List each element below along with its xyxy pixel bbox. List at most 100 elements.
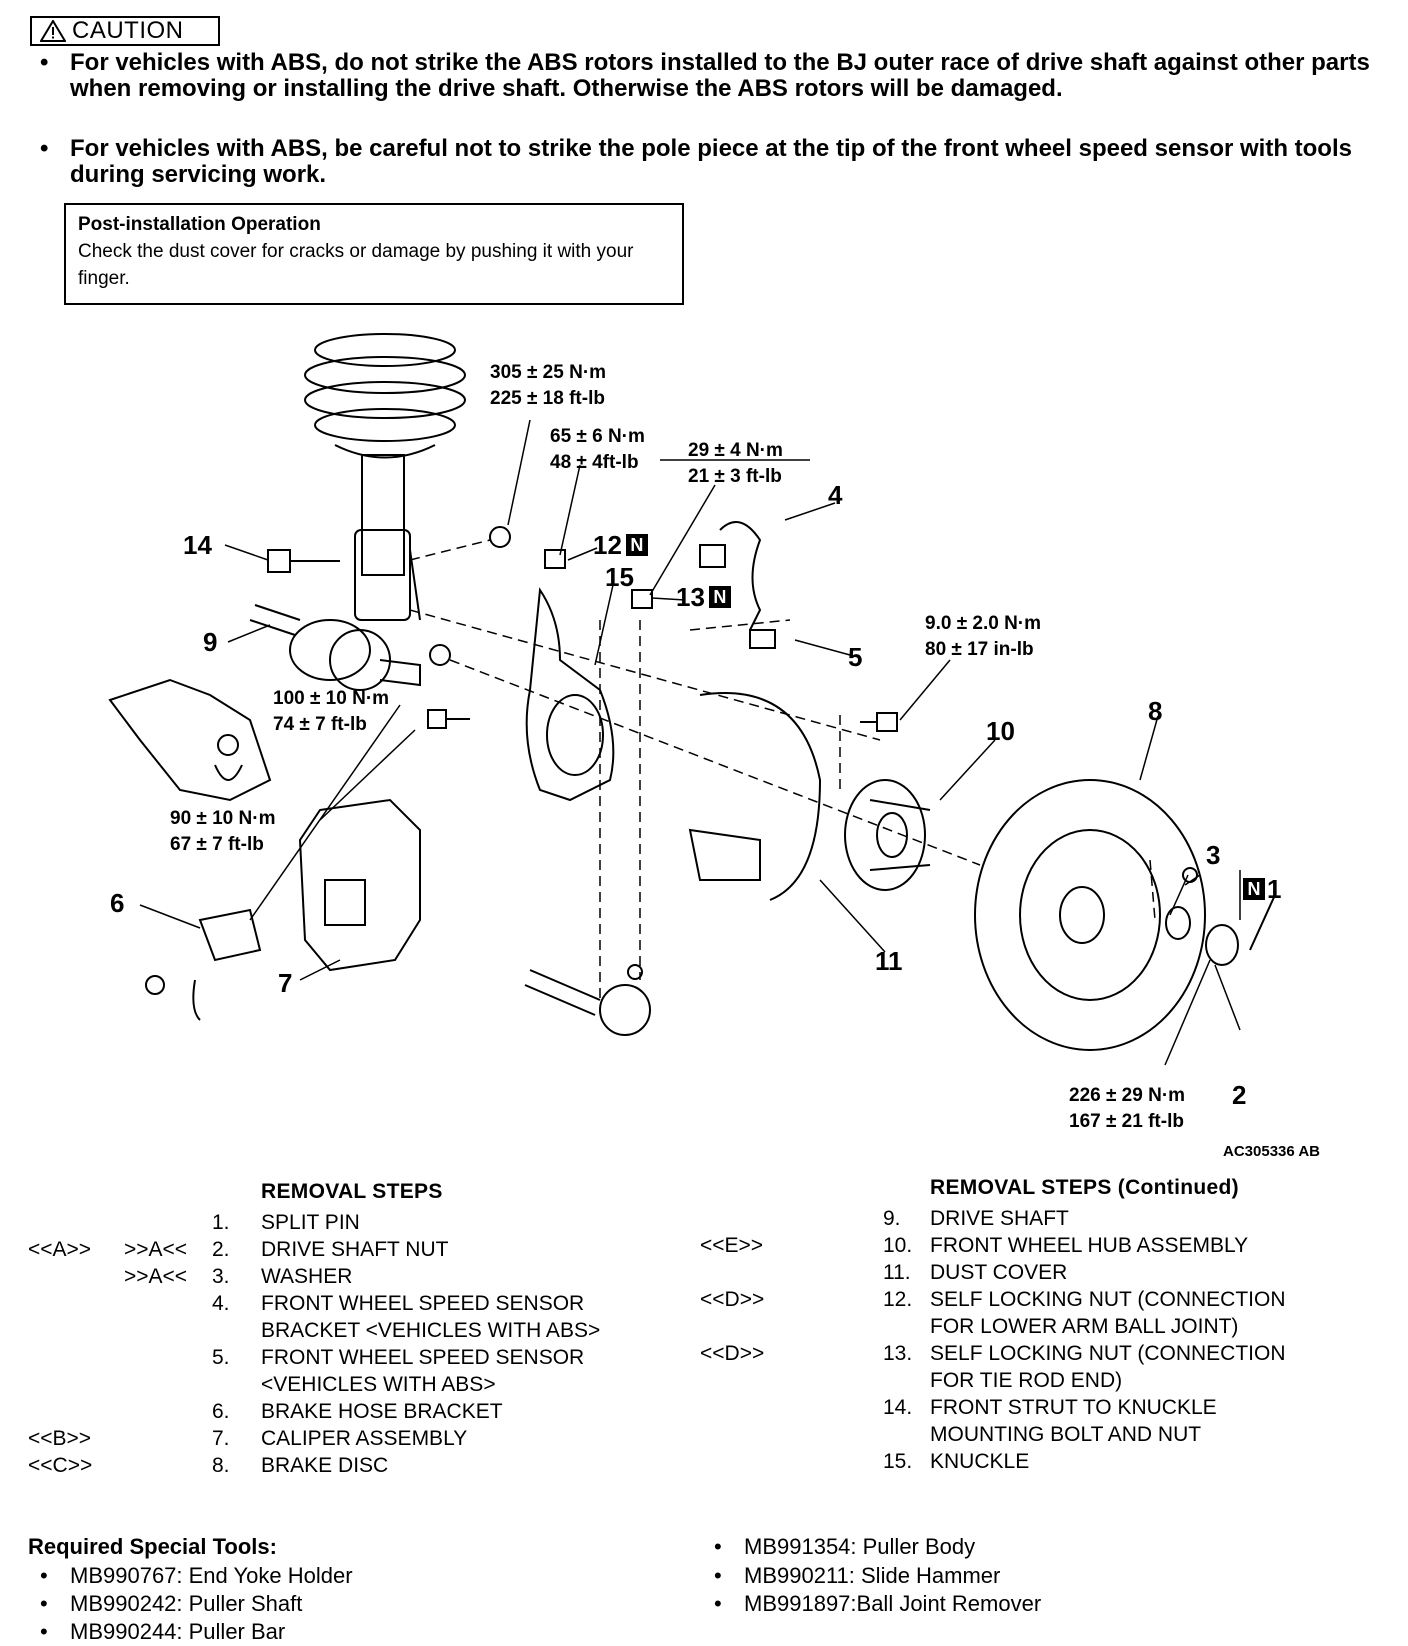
step-number: 14. bbox=[883, 1396, 913, 1419]
part-number: 2 bbox=[1232, 1080, 1247, 1110]
drive-shaft-icon bbox=[249, 604, 451, 691]
step-number: 4. bbox=[212, 1292, 230, 1315]
step-text: BRACKET <VEHICLES WITH ABS> bbox=[261, 1319, 601, 1342]
tool-item: •MB990242: Puller Shaft bbox=[40, 1591, 303, 1616]
step-number: 8. bbox=[212, 1454, 230, 1477]
lower-arm-icon bbox=[108, 678, 272, 802]
n-mark-icon: N bbox=[708, 586, 731, 608]
step-text: SELF LOCKING NUT (CONNECTION bbox=[930, 1342, 1286, 1365]
step-code: <<D>> bbox=[700, 1288, 765, 1311]
step-text: CALIPER ASSEMBLY bbox=[261, 1427, 468, 1450]
wheel-hub-icon bbox=[844, 779, 931, 891]
removal-step: <<D>> 13. SELF LOCKING NUT (CONNECTION FOR … bbox=[0, 1340, 1408, 1394]
n-mark-icon: N bbox=[1243, 878, 1265, 900]
caution-item: • For vehicles with ABS, be careful not … bbox=[40, 136, 1370, 188]
step-number: 13. bbox=[883, 1342, 913, 1365]
removal-step: <<B>> 7. CALIPER ASSEMBLY bbox=[0, 1425, 1408, 1452]
tool-item: •MB991897:Ball Joint Remover bbox=[714, 1591, 1042, 1616]
removal-step: <<C>> 8. BRAKE DISC bbox=[0, 1452, 1408, 1479]
step-text: MOUNTING BOLT AND NUT bbox=[930, 1423, 1202, 1446]
step-code: >>A<< bbox=[124, 1238, 188, 1261]
bullet-icon: • bbox=[714, 1563, 722, 1588]
tool-item: •MB990767: End Yoke Holder bbox=[40, 1563, 353, 1588]
bullet-icon: • bbox=[714, 1591, 722, 1616]
removal-step: <<D>> 12. SELF LOCKING NUT (CONNECTION FOR … bbox=[0, 1286, 1408, 1340]
step-number: 5. bbox=[212, 1346, 230, 1369]
caution-title: CAUTION bbox=[72, 17, 184, 44]
step-text: SELF LOCKING NUT (CONNECTION bbox=[930, 1288, 1286, 1311]
removal-step: 11.DUST COVER bbox=[0, 1259, 1408, 1286]
figure-code: AC305336 AB bbox=[1223, 1143, 1320, 1160]
step-text: FOR TIE ROD END) bbox=[930, 1369, 1123, 1392]
part-number: 9 bbox=[203, 627, 218, 657]
step-number: 1. bbox=[212, 1211, 230, 1234]
removal-step: 6. BRAKE HOSE BRACKET bbox=[0, 1398, 1408, 1425]
step-text: DUST COVER bbox=[930, 1261, 1068, 1284]
step-text: KNUCKLE bbox=[930, 1450, 1030, 1473]
part-number: 4 bbox=[828, 480, 843, 510]
step-text: BRAKE HOSE BRACKET bbox=[261, 1400, 503, 1423]
step-text: DRIVE SHAFT bbox=[930, 1207, 1069, 1230]
warning-triangle-icon bbox=[40, 20, 66, 42]
removal-step: 5.FRONT WHEEL SPEED SENSOR<VEHICLES WITH… bbox=[0, 1344, 1408, 1398]
step-number: 12. bbox=[883, 1288, 913, 1311]
caution-box: CAUTION bbox=[30, 16, 220, 46]
step-text: FRONT WHEEL HUB ASSEMBLY bbox=[930, 1234, 1249, 1257]
brake-hose-bracket-icon bbox=[145, 908, 262, 1021]
step-code: <<A>> bbox=[28, 1238, 92, 1261]
part-number: 7 bbox=[278, 968, 293, 998]
removal-step: >>A<<3.WASHER bbox=[0, 1263, 1408, 1290]
step-text: FRONT STRUT TO KNUCKLE bbox=[930, 1396, 1217, 1419]
step-text: FOR LOWER ARM BALL JOINT) bbox=[930, 1315, 1239, 1338]
step-code: <<D>> bbox=[700, 1342, 765, 1365]
step-text: DRIVE SHAFT NUT bbox=[261, 1238, 449, 1261]
tool-item: •MB990244: Puller Bar bbox=[40, 1619, 286, 1644]
step-number: 7. bbox=[212, 1427, 230, 1450]
step-text: BRAKE DISC bbox=[261, 1454, 389, 1477]
step-code: <<B>> bbox=[28, 1427, 92, 1450]
tools-heading: Required Special Tools: bbox=[28, 1534, 277, 1559]
post-installation-title: Post-installation Operation bbox=[78, 214, 321, 235]
removal-step: 1. SPLIT PIN bbox=[0, 1209, 1408, 1236]
bullet-icon: • bbox=[40, 1591, 48, 1616]
step-number: 2. bbox=[212, 1238, 230, 1261]
removal-step: 9. DRIVE SHAFT bbox=[0, 1205, 1408, 1232]
post-installation-box: Post-installation Operation Check the du… bbox=[64, 203, 684, 305]
part-number: 10 bbox=[986, 716, 1015, 746]
caliper-icon bbox=[298, 798, 421, 972]
step-text: <VEHICLES WITH ABS> bbox=[261, 1373, 496, 1396]
step-number: 3. bbox=[212, 1265, 230, 1288]
strut-spring-icon bbox=[304, 333, 466, 621]
removal-step: <<E>> 10. FRONT WHEEL HUB ASSEMBLY bbox=[0, 1232, 1408, 1259]
part-number: 11 bbox=[875, 946, 903, 976]
tool-item: •MB990211: Slide Hammer bbox=[714, 1563, 1001, 1588]
part-number: 5 bbox=[848, 642, 863, 672]
step-number: 15. bbox=[883, 1450, 913, 1473]
removal-step: 14. FRONT STRUT TO KNUCKLE MOUNTING BOLT A… bbox=[0, 1394, 1408, 1448]
removal-step: 15. KNUCKLE bbox=[0, 1448, 1408, 1475]
step-code: <<C>> bbox=[28, 1454, 93, 1477]
bullet-icon: • bbox=[40, 49, 49, 76]
n-mark-icon: N bbox=[625, 534, 648, 556]
step-number: 10. bbox=[883, 1234, 913, 1257]
caution-item-text: For vehicles with ABS, do not strike the… bbox=[70, 49, 1370, 102]
knuckle-icon bbox=[525, 587, 615, 802]
removal-steps-continued-heading: REMOVAL STEPS (Continued) bbox=[930, 1176, 1239, 1199]
tie-rod-end-icon bbox=[524, 964, 651, 1036]
diagram-drawing bbox=[108, 333, 1276, 1066]
caution-item-text: For vehicles with ABS, be careful not to… bbox=[70, 135, 1352, 188]
step-text: WASHER bbox=[261, 1265, 353, 1288]
step-text: SPLIT PIN bbox=[261, 1211, 360, 1234]
step-number: 9. bbox=[883, 1207, 901, 1230]
step-number: 6. bbox=[212, 1400, 230, 1423]
step-code: <<E>> bbox=[700, 1234, 764, 1257]
tool-item: •MB991354: Puller Body bbox=[714, 1534, 976, 1559]
